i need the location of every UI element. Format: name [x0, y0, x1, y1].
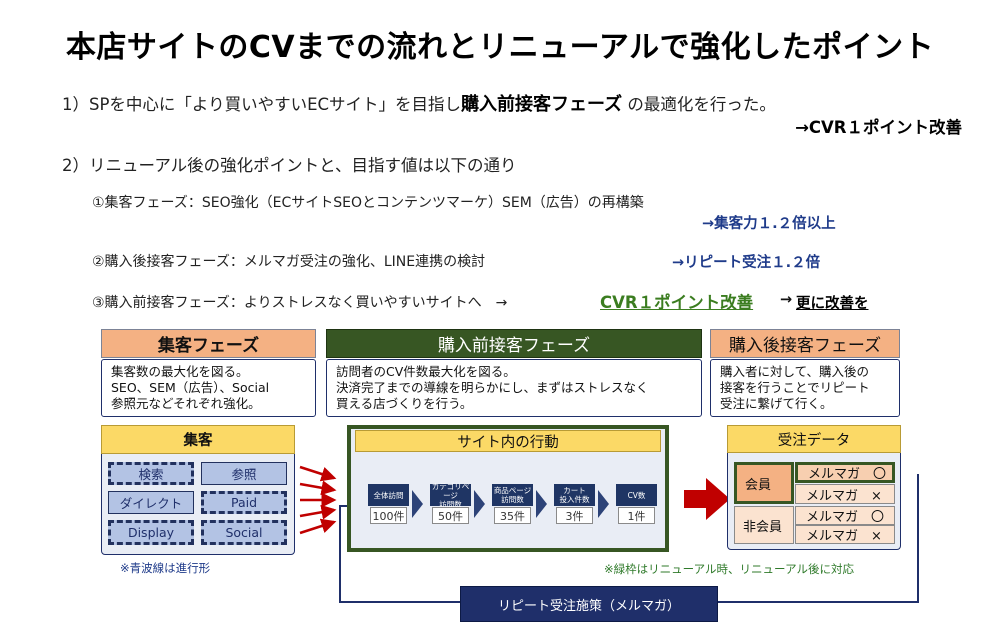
- source-referral: 参照: [201, 462, 287, 485]
- phase-acquisition-title: 集客フェーズ: [101, 329, 316, 358]
- phase-post-purchase-line: 接客を行うことでリピート: [720, 380, 870, 395]
- phase-post-purchase-line: 受注に繋げて行く。: [720, 396, 833, 411]
- phase-acquisition-line: 集客数の最大化を図る。: [111, 364, 249, 379]
- source-social: Social: [201, 520, 287, 545]
- site-panel-title: サイト内の行動: [355, 430, 661, 452]
- point-2: 2）リニューアル後の強化ポイントと、目指す値は以下の通り: [62, 156, 517, 175]
- non-member-label: 非会員: [734, 506, 794, 544]
- sub-point-3-text: ③購入前接客フェーズ：よりストレスなく買いやすいサイトへ →: [92, 295, 508, 311]
- phase-acquisition-line: SEO、SEM（広告）、Social: [111, 380, 270, 395]
- point-1-text: 1）SPを中心に「より買いやすいECサイト」を目指し: [62, 95, 462, 114]
- source-direct: ダイレクト: [108, 491, 194, 514]
- step-value: 1件: [618, 507, 655, 524]
- acquisition-note: ※青波線は進行形: [120, 561, 211, 575]
- repeat-order-measure: リピート受注施策（メルマガ）: [460, 586, 718, 622]
- step-value: 100件: [370, 507, 407, 524]
- sub-point-1-target: →集客力１.２倍以上: [702, 216, 836, 232]
- order-row: メルマガ 〇: [795, 462, 895, 483]
- chevron-right-icon: [412, 490, 423, 518]
- order-row: メルマガ ×: [795, 525, 895, 544]
- step-value: 50件: [432, 507, 469, 524]
- phase-post-purchase-title: 購入後接客フェーズ: [710, 329, 900, 358]
- red-arrow-5: [299, 518, 337, 535]
- point-1: 1）SPを中心に「より買いやすいECサイト」を目指し購入前接客フェーズ の最適化…: [62, 90, 776, 116]
- step-label: カート 投入件数: [554, 484, 595, 506]
- source-search: 検索: [108, 462, 194, 485]
- member-label: 会員: [734, 462, 794, 504]
- phase-post-purchase-line: 購入者に対して、購入後の: [720, 364, 870, 379]
- page-title: 本店サイトのCVまでの流れとリニューアルで強化したポイント: [65, 30, 935, 65]
- phase-acquisition-description: 集客数の最大化を図る。 SEO、SEM（広告）、Social 参照元などそれぞれ…: [101, 359, 316, 417]
- repeat-loop-right: [716, 474, 919, 603]
- point-1-bold: 購入前接客フェーズ: [461, 94, 623, 115]
- step-value: 3件: [556, 507, 593, 524]
- phase-pre-purchase-line: 決済完了までの導線を明らかにし、まずはストレスなく: [336, 380, 649, 395]
- order-row: メルマガ 〇: [795, 506, 895, 525]
- phase-pre-purchase-title: 購入前接客フェーズ: [326, 329, 702, 358]
- red-arrow-1: [299, 465, 337, 482]
- step-value: 35件: [494, 507, 531, 524]
- sub-point-2-target: →リピート受注１.２倍: [672, 255, 821, 271]
- phase-pre-purchase-line: 買える店づくりを行う。: [336, 396, 473, 411]
- red-arrow-4: [299, 504, 337, 520]
- source-paid: Paid: [201, 491, 287, 514]
- sub-point-2: ②購入後接客フェーズ：メルマガ受注の強化、LINE連携の検討: [92, 254, 486, 270]
- sub-point-1: ①集客フェーズ：SEO強化（ECサイトSEOとコンテンツマーケ）SEM（広告）の…: [92, 195, 644, 211]
- chevron-right-icon: [598, 490, 609, 518]
- sub-point-3: ③購入前接客フェーズ：よりストレスなく買いやすいサイトへ →: [92, 292, 507, 312]
- phase-pre-purchase-line: 訪問者のCV件数最大化を図る。: [336, 364, 516, 379]
- step-label: CV数: [616, 484, 657, 506]
- step-label: 全体訪問: [368, 484, 409, 506]
- big-red-arrow-head: [706, 478, 730, 520]
- sub-point-3-arrow: →: [780, 292, 793, 308]
- phase-acquisition-line: 参照元などそれぞれ強化。: [111, 396, 261, 411]
- point-1-text-post: の最適化を行った。: [627, 95, 776, 114]
- sub-point-3-cvr: CVR１ポイント改善: [600, 293, 754, 312]
- big-red-arrow-body: [684, 490, 708, 508]
- green-frame-note: ※緑枠はリニューアル時、リニューアル後に対応: [604, 562, 854, 576]
- chevron-right-icon: [474, 490, 485, 518]
- step-label: カテゴリページ 訪問数: [430, 481, 471, 509]
- order-row: メルマガ ×: [795, 484, 895, 504]
- point-1-result: →CVR１ポイント改善: [795, 118, 962, 137]
- sub-point-3-more: 更に改善を: [796, 296, 869, 312]
- red-arrow-2: [299, 480, 337, 496]
- step-label: 商品ページ 訪問数: [492, 484, 533, 506]
- phase-post-purchase-description: 購入者に対して、購入後の 接客を行うことでリピート 受注に繋げて行く。: [710, 359, 900, 417]
- order-panel-title: 受注データ: [727, 425, 901, 453]
- acquisition-panel-title: 集客: [101, 425, 295, 454]
- source-display: Display: [108, 520, 194, 545]
- chevron-right-icon: [536, 490, 547, 518]
- repeat-loop-left: [339, 505, 460, 603]
- phase-pre-purchase-description: 訪問者のCV件数最大化を図る。 決済完了までの導線を明らかにし、まずはストレスな…: [326, 359, 702, 417]
